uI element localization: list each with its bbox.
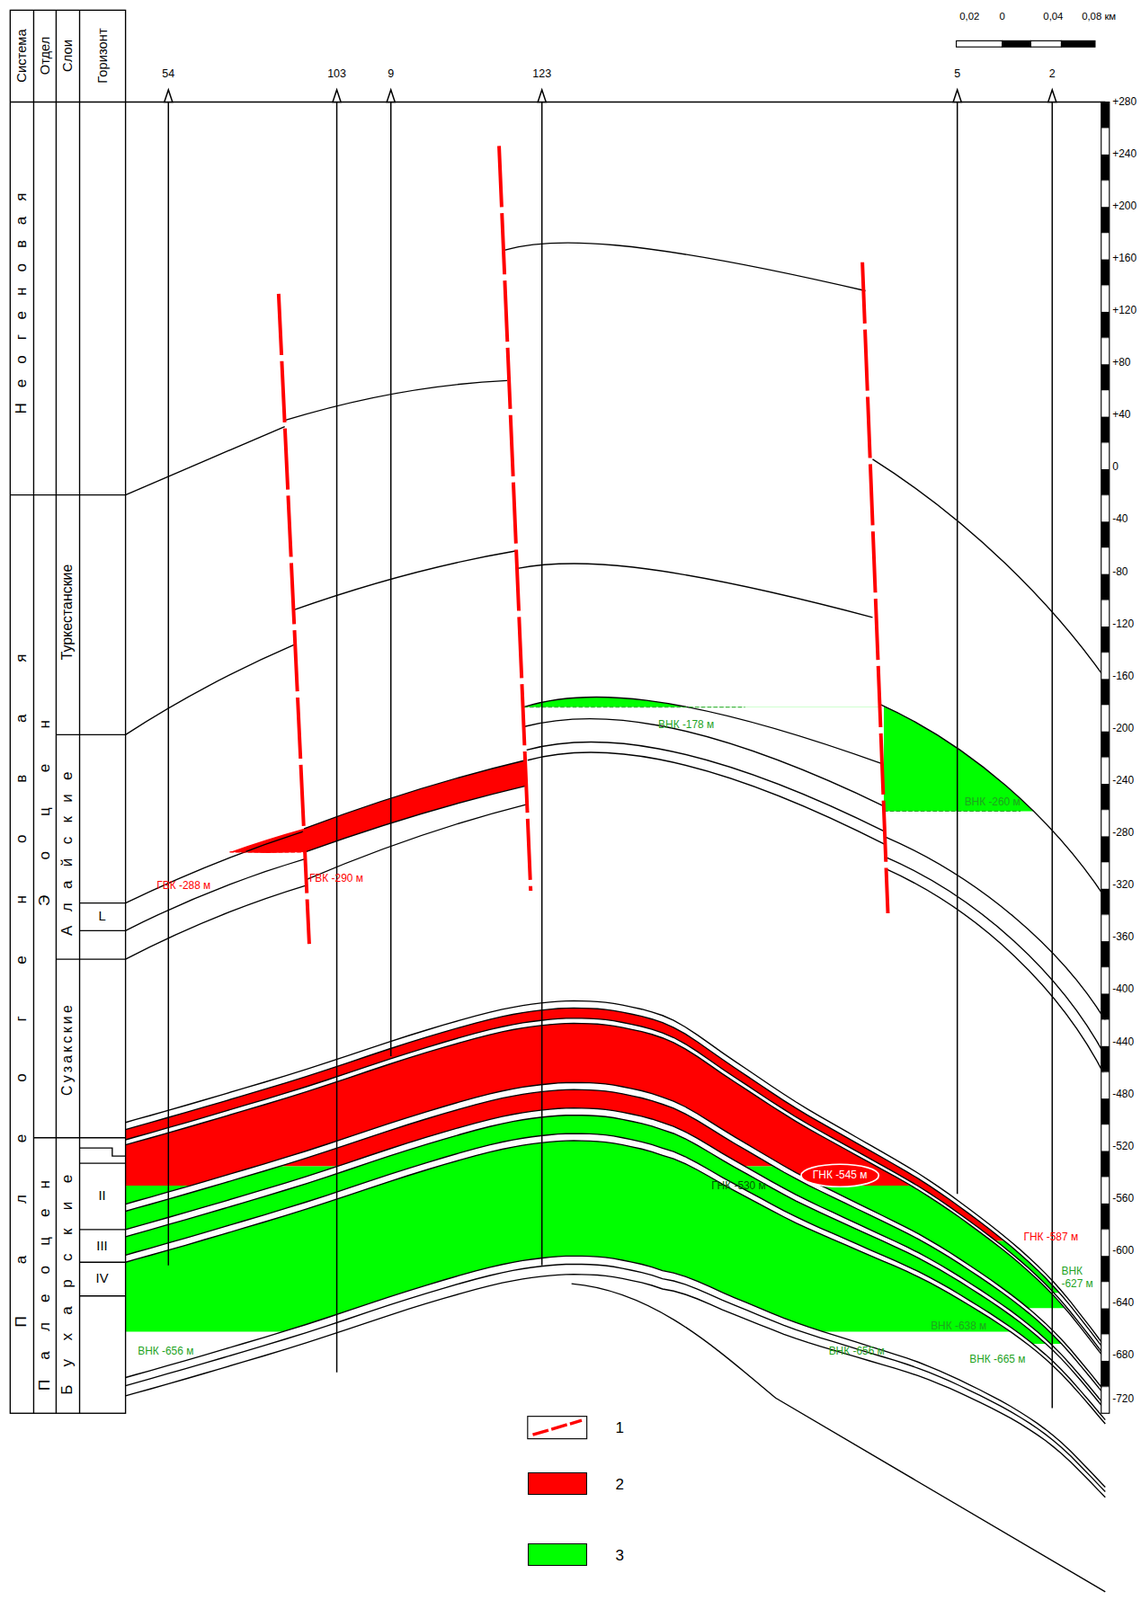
well-number: 9 xyxy=(387,67,394,79)
depth-value: -280 xyxy=(1112,828,1134,839)
label-pill xyxy=(801,1164,879,1187)
strat-unit: Палеогеновая xyxy=(13,601,29,1328)
contact-label: ВНК -638 м xyxy=(930,1321,987,1333)
well-number: 2 xyxy=(1049,67,1056,79)
contact-label: ГНК -530 м xyxy=(711,1181,767,1193)
strat-unit: Алайские xyxy=(59,757,75,936)
scale-value: 0 xyxy=(998,12,1005,23)
legend-swatch xyxy=(527,1543,588,1567)
horizon-line xyxy=(125,1007,1106,1351)
depth-value: -720 xyxy=(1112,1394,1134,1406)
depth-value: -200 xyxy=(1112,723,1134,735)
contact-label: ГВК -288 м xyxy=(156,881,211,892)
depth-value: -680 xyxy=(1112,1350,1134,1362)
depth-value: -560 xyxy=(1112,1194,1134,1205)
strat-unit: Палеоцен xyxy=(36,1160,53,1391)
depth-bar xyxy=(1101,102,1110,1415)
legend-label: 3 xyxy=(615,1548,624,1564)
legend-swatch xyxy=(527,1472,588,1496)
depth-value: -320 xyxy=(1112,880,1134,892)
contact-label: ВНК -656 м xyxy=(829,1346,885,1358)
column-header: Отдел xyxy=(38,36,53,76)
column-header: Система xyxy=(14,29,28,83)
depth-value: -120 xyxy=(1112,619,1134,631)
contact-label: ВНК -178 м xyxy=(658,720,714,731)
depth-value: -440 xyxy=(1112,1037,1134,1049)
depth-value: -40 xyxy=(1112,514,1128,526)
depth-value: 0 xyxy=(1112,462,1119,473)
legend-label: 2 xyxy=(615,1477,624,1493)
depth-value: -240 xyxy=(1112,775,1134,787)
horizon-index: IV xyxy=(96,1272,109,1286)
strata-lines xyxy=(125,242,1106,1593)
strat-unit: Туркестанские xyxy=(60,564,75,661)
contact-label: ВНК -627 м xyxy=(1060,1266,1105,1292)
horizon-line xyxy=(125,1256,1106,1488)
depth-value: -640 xyxy=(1112,1298,1134,1310)
horizon-index: II xyxy=(98,1189,106,1204)
horizon-line xyxy=(125,1001,1106,1348)
strat-unit: Неогеновая xyxy=(13,178,29,415)
oil-lens xyxy=(523,696,881,707)
legend-label: 1 xyxy=(615,1421,624,1437)
horizon-line xyxy=(125,1141,1106,1425)
depth-value: -480 xyxy=(1112,1089,1134,1101)
horizon-line xyxy=(125,1108,1106,1407)
strat-column xyxy=(9,9,1106,1414)
depth-value: +200 xyxy=(1112,201,1137,213)
strata-lines xyxy=(125,1001,1106,1498)
gas-lens xyxy=(229,760,526,854)
faults xyxy=(278,145,889,945)
well-number: 5 xyxy=(953,67,961,79)
depth-value: -400 xyxy=(1112,984,1134,996)
horizon-index: III xyxy=(96,1239,107,1254)
depth-value: -360 xyxy=(1112,932,1134,944)
scale-bar xyxy=(956,40,1096,47)
oil-lens xyxy=(883,704,1106,812)
scale-value: 0,02 xyxy=(959,12,980,23)
scale-value: 0,04 xyxy=(1042,12,1063,23)
strat-unit: Бухарские xyxy=(59,1156,75,1395)
depth-value: +80 xyxy=(1112,357,1131,369)
wells xyxy=(164,89,1057,1409)
column-header: Слои xyxy=(61,39,75,72)
horizon-line xyxy=(125,1023,1106,1360)
depth-value: +160 xyxy=(1112,253,1137,265)
horizon-line xyxy=(125,1274,1106,1498)
depth-value: -600 xyxy=(1112,1246,1134,1257)
contact-lines xyxy=(229,851,304,853)
depth-value: -80 xyxy=(1112,567,1128,579)
well-number: 123 xyxy=(532,67,552,79)
well-number: 54 xyxy=(161,67,175,79)
contact-label: ВНК -665 м xyxy=(969,1354,1026,1366)
horizon-index: L xyxy=(98,909,106,924)
contact-label: ГВК -290 м xyxy=(309,873,364,885)
contact-label: ВНК -656 м xyxy=(137,1346,194,1358)
depth-value: +280 xyxy=(1112,97,1137,108)
contact-lines xyxy=(523,707,1021,812)
depth-value: +40 xyxy=(1112,410,1131,421)
horizon-line xyxy=(125,1264,1106,1492)
legend-line-sample xyxy=(527,1417,588,1440)
depth-value: -160 xyxy=(1112,671,1134,683)
scale-value: 0,08 км xyxy=(1081,12,1116,23)
contact-label: ГНК -545 м xyxy=(812,1170,868,1182)
well-number: 103 xyxy=(327,67,347,79)
contact-label: ВНК -260 м xyxy=(964,797,1021,809)
strat-unit: Сузакские xyxy=(60,1002,75,1097)
horizon-line xyxy=(125,1115,1106,1411)
contact-label: ГНК -587 м xyxy=(1023,1232,1079,1244)
column-header: Горизонт xyxy=(95,28,109,84)
reservoir-band xyxy=(125,1141,1106,1332)
depth-value: -520 xyxy=(1112,1141,1134,1153)
horizon-line xyxy=(125,1089,1106,1396)
depth-value: +120 xyxy=(1112,305,1137,317)
horizon-line xyxy=(125,1082,1106,1392)
depth-value: +240 xyxy=(1112,149,1137,161)
strat-unit: Эоцен xyxy=(36,685,53,907)
